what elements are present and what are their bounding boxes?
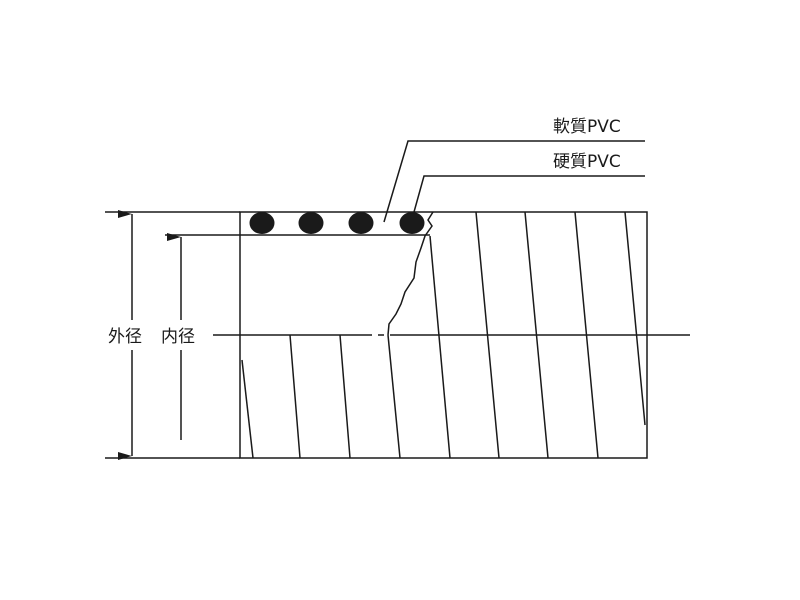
- helix-lines: [241, 211, 646, 459]
- helix-section: [249, 212, 275, 234]
- soft-pvc-leader: [383, 140, 645, 223]
- inner-diameter-label: 内径: [161, 327, 195, 347]
- break-line: [387, 211, 434, 336]
- helix-section: [399, 212, 425, 234]
- hard-pvc-helix-sections: [249, 212, 425, 234]
- hard-pvc-leader: [413, 175, 645, 213]
- helix-section: [348, 212, 374, 234]
- outer-diameter-label: 外径: [108, 327, 142, 347]
- soft-pvc-label: 軟質PVC: [553, 117, 621, 137]
- helix-section: [298, 212, 324, 234]
- hard-pvc-label: 硬質PVC: [553, 152, 621, 172]
